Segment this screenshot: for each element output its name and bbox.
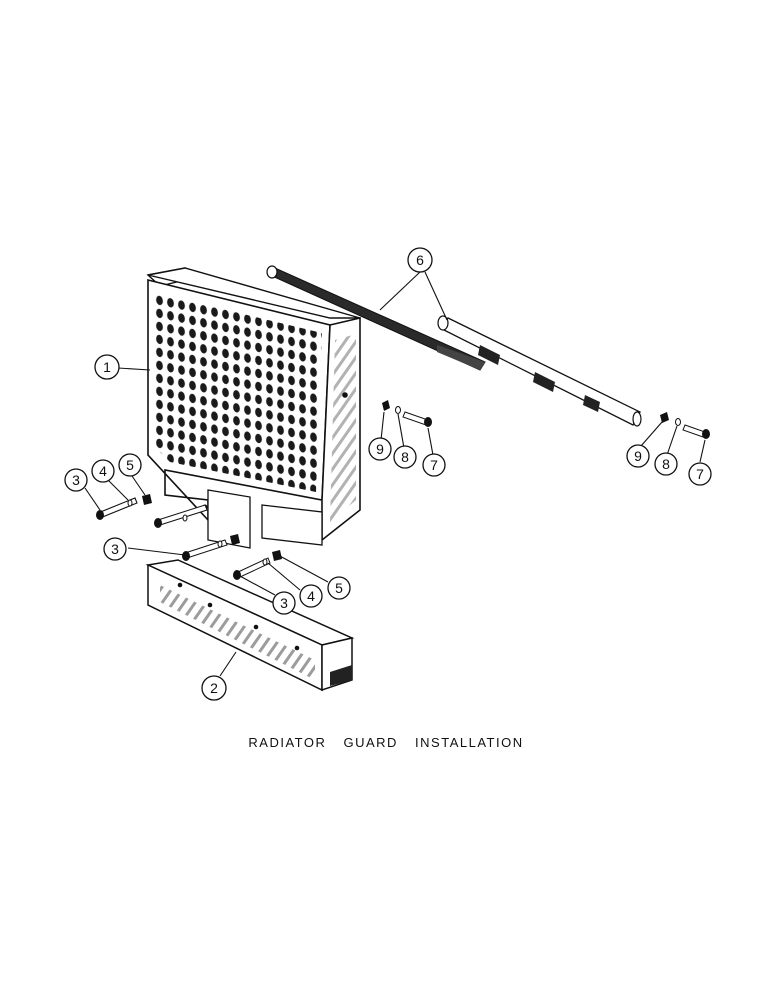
- bolt-set-middle: [182, 534, 240, 561]
- callout-9-guard: 9: [368, 437, 392, 461]
- callout-6-label: 6: [416, 252, 424, 268]
- callout-3-middle-label: 3: [111, 541, 119, 557]
- callout-2-label: 2: [210, 680, 218, 696]
- callout-5-left-label: 5: [126, 457, 134, 473]
- callout-3-middle: 3: [103, 537, 127, 561]
- callout-8-guard: 8: [393, 445, 417, 469]
- callout-6: 6: [407, 247, 433, 273]
- callout-4-right: 4: [299, 584, 323, 608]
- callout-1: 1: [94, 354, 120, 380]
- callout-4-right-label: 4: [307, 588, 315, 604]
- bolt-set-rod-end: [660, 412, 710, 439]
- callout-4-left: 4: [91, 459, 115, 483]
- callout-9-rod: 9: [626, 444, 650, 468]
- callout-9-guard-label: 9: [376, 441, 384, 457]
- callout-4-left-label: 4: [99, 463, 107, 479]
- lower-channel: [145, 559, 355, 692]
- callout-7-guard-label: 7: [430, 457, 438, 473]
- bolt-set-right: [233, 550, 282, 580]
- support-rods: [266, 265, 642, 427]
- callout-7-rod: 7: [688, 462, 712, 486]
- radiator-guard: [146, 267, 361, 549]
- callout-3-left: 3: [64, 468, 88, 492]
- callout-8-rod: 8: [654, 452, 678, 476]
- callout-3-right-label: 3: [280, 595, 288, 611]
- callout-7-guard: 7: [422, 453, 446, 477]
- callout-9-rod-label: 9: [634, 448, 642, 464]
- callout-3-right: 3: [272, 591, 296, 615]
- callout-5-left: 5: [118, 453, 142, 477]
- callout-3-left-label: 3: [72, 472, 80, 488]
- callout-8-guard-label: 8: [401, 449, 409, 465]
- bolt-set-guard-side: [382, 400, 432, 427]
- callout-5-right-label: 5: [335, 580, 343, 596]
- callout-8-rod-label: 8: [662, 456, 670, 472]
- callout-1-label: 1: [103, 359, 111, 375]
- diagram-caption: RADIATOR GUARD INSTALLATION: [248, 735, 524, 750]
- hardware: [96, 400, 710, 580]
- bolt-set-left: [96, 494, 208, 528]
- callout-5-right: 5: [327, 576, 351, 600]
- callout-7-rod-label: 7: [696, 466, 704, 482]
- callout-2: 2: [201, 675, 227, 701]
- leader-lines: [84, 271, 706, 677]
